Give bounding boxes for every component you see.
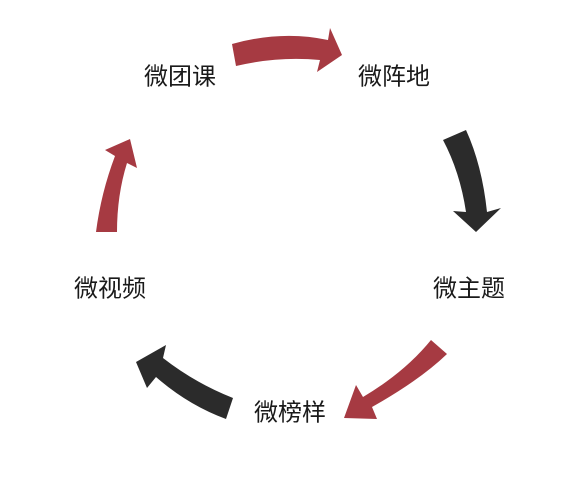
arrow-bangyang-to-shipin — [136, 345, 233, 419]
cycle-nodes: 微阵地 微主题 微榜样 微视频 微团课 — [74, 63, 505, 427]
node-label-bangyang: 微榜样 — [254, 399, 326, 427]
node-label-shipin: 微视频 — [74, 275, 146, 303]
cycle-arrows — [96, 28, 501, 419]
node-label-tuanke: 微团课 — [144, 63, 216, 91]
node-label-zhuti: 微主题 — [433, 275, 505, 303]
node-label-zhendi: 微阵地 — [358, 63, 430, 91]
arrow-zhendi-to-zhuti — [443, 130, 501, 232]
arrow-shipin-to-tuanke — [96, 139, 137, 232]
arrow-zhuti-to-bangyang — [344, 340, 447, 419]
arrow-tuanke-to-zhendi — [232, 28, 342, 72]
